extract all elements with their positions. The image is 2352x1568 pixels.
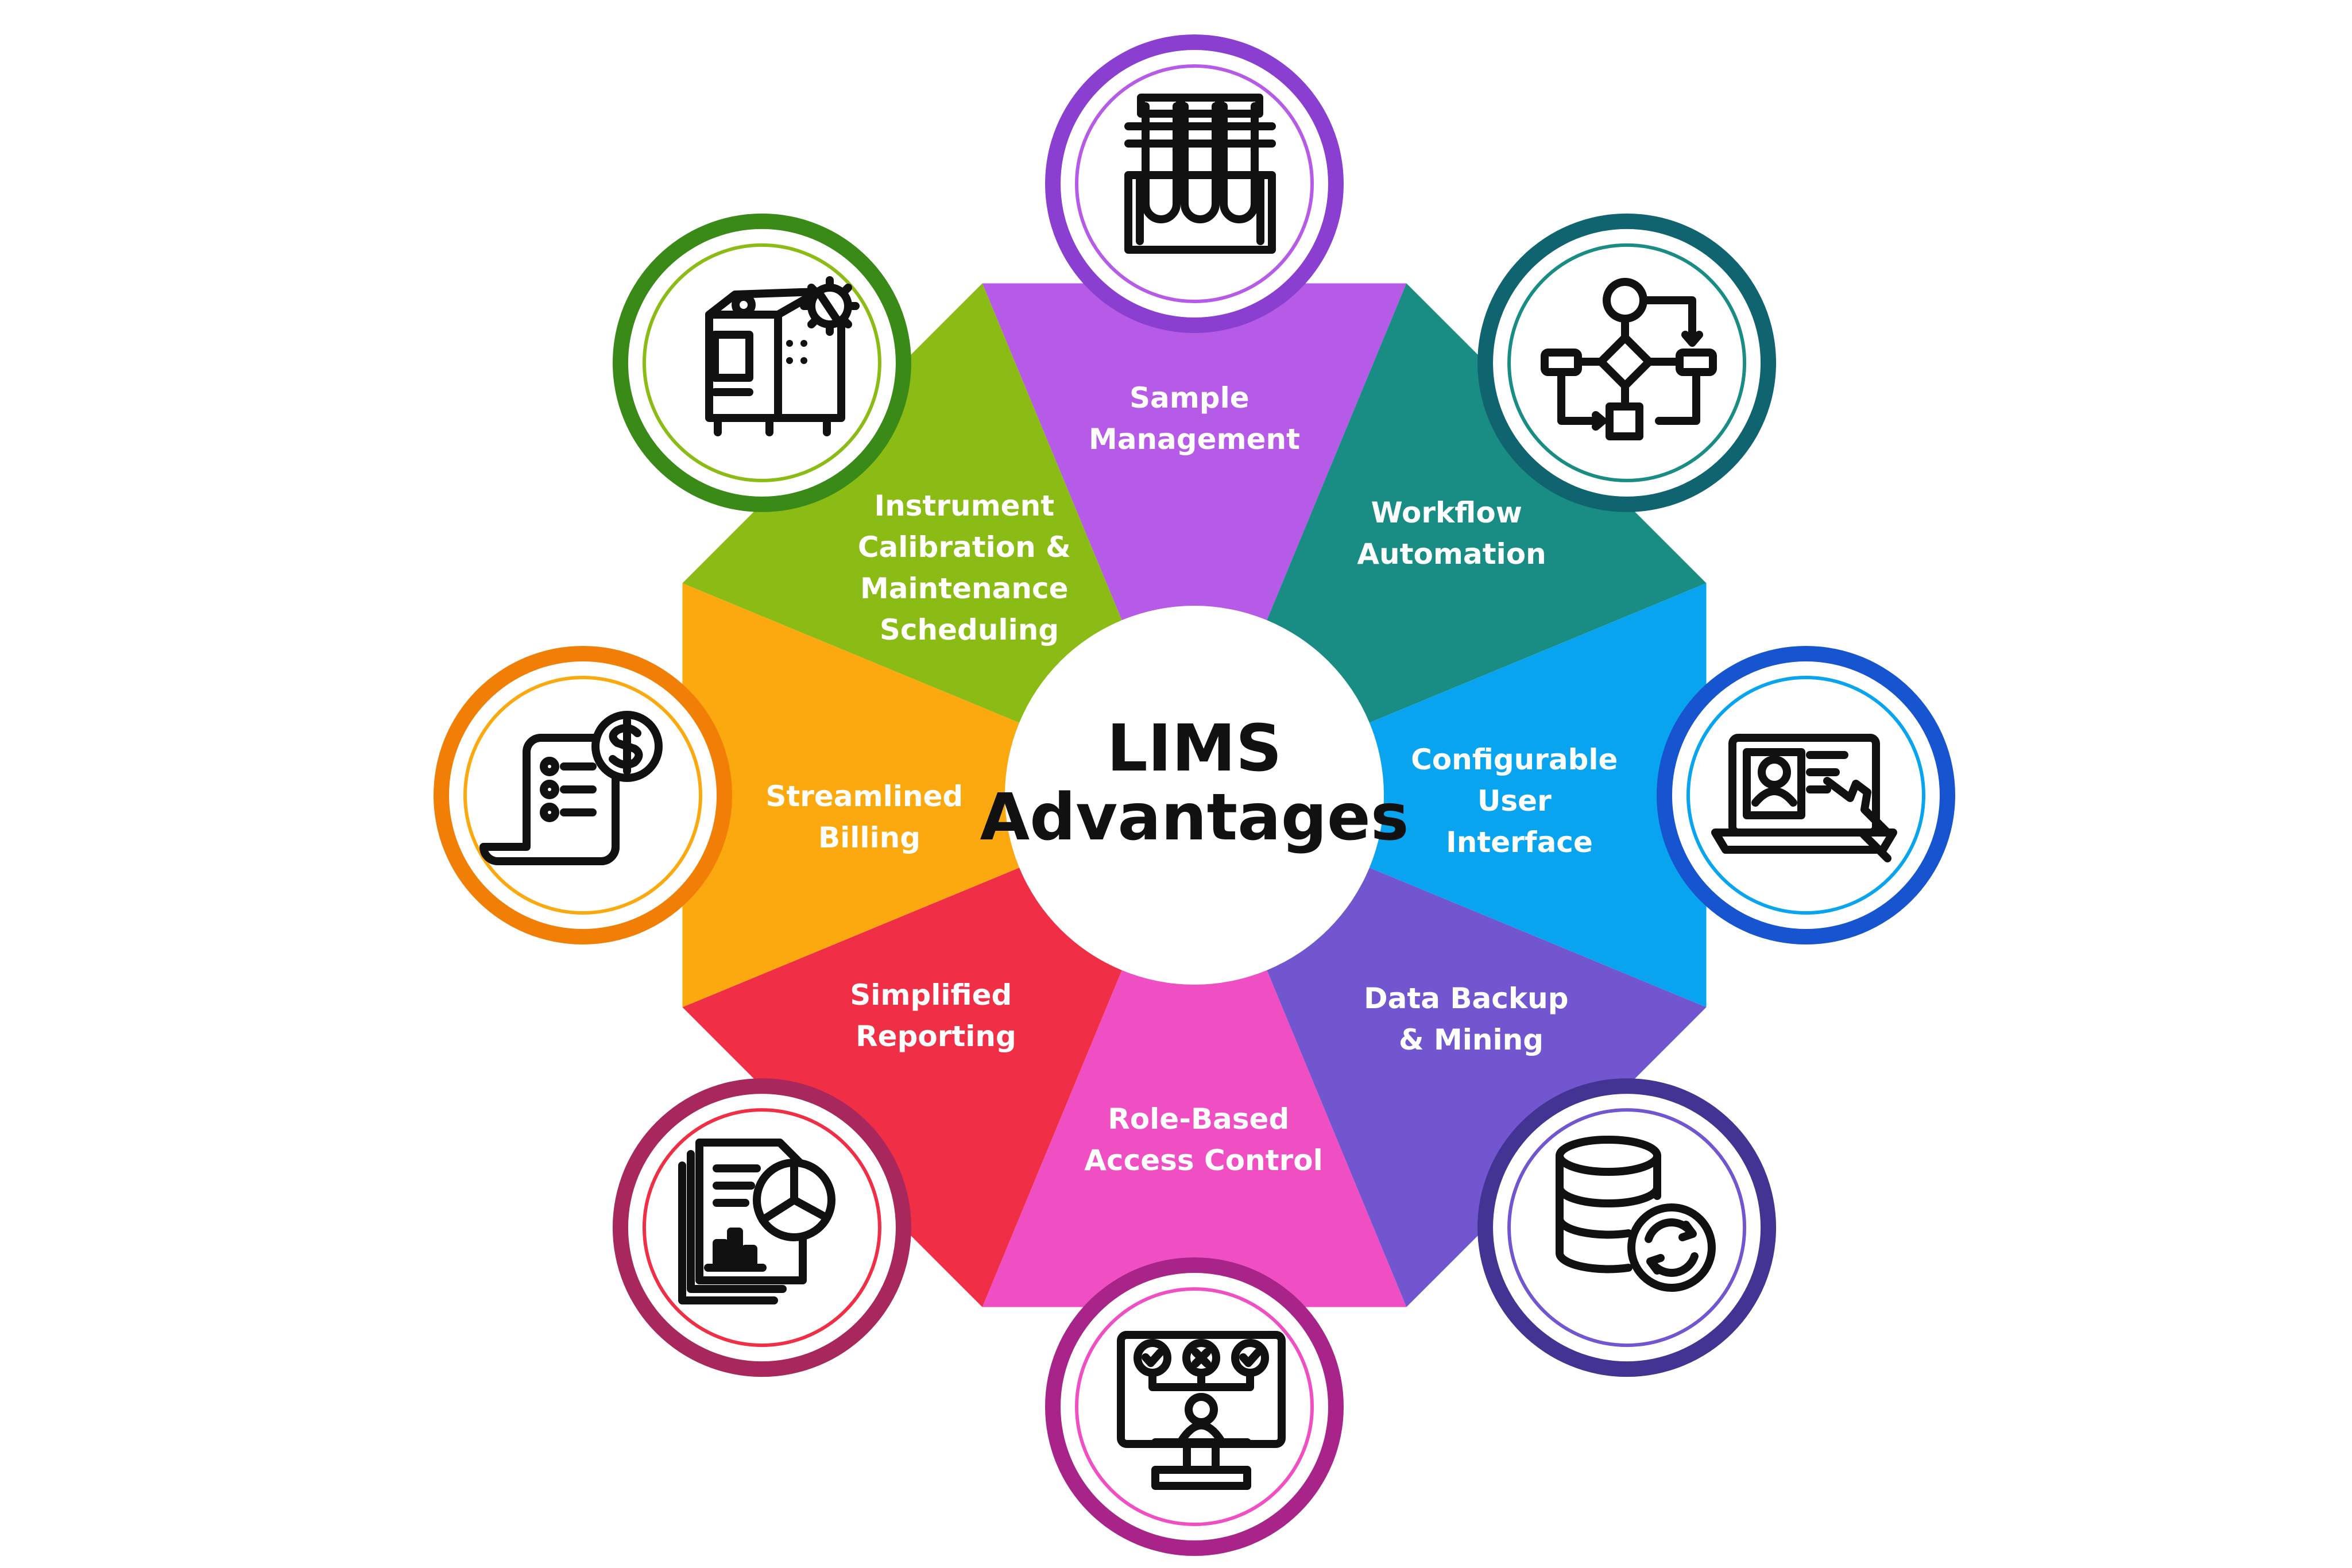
label-line: User (1477, 784, 1552, 818)
wedge-laptop-profile-icon (1194, 583, 1707, 1008)
segment-labels-group: Sample Management Workflow Automation Co… (765, 381, 1628, 1177)
label-role-based-access: Role-Based Access Control (1084, 1102, 1323, 1177)
label-line: Calibration & (858, 531, 1071, 564)
wedge-test-tubes-icon (982, 283, 1407, 795)
label-workflow-automation: Workflow Automation (1357, 496, 1546, 571)
label-line: Scheduling (880, 613, 1059, 646)
label-line: Access Control (1084, 1144, 1323, 1177)
label-data-backup: Data Backup & Mining (1364, 982, 1579, 1056)
lab-instrument-icon (705, 276, 860, 436)
icon-bubble (1075, 1287, 1314, 1526)
laptop-profile-icon (1711, 734, 1897, 862)
label-line: Sample (1129, 381, 1250, 415)
label-line: Configurable (1411, 743, 1618, 776)
label-line: Data Backup (1364, 982, 1568, 1015)
label-line: Streamlined (765, 780, 963, 813)
label-configurable-ui: Configurable User Interface (1411, 743, 1628, 859)
label-line: Automation (1357, 537, 1546, 571)
label-line: Maintenance (860, 572, 1069, 605)
label-line: Reporting (856, 1020, 1016, 1053)
label-line: Billing (818, 821, 920, 854)
label-line: Instrument (874, 489, 1054, 522)
wedge-invoice-dollar-icon (682, 583, 1194, 1008)
database-sync-icon (1556, 1136, 1716, 1292)
report-chart-icon (678, 1139, 835, 1304)
label-line: & Mining (1399, 1023, 1544, 1056)
center-title-line1: LIMS (1107, 711, 1282, 786)
label-simplified-reporting: Simplified Reporting (850, 978, 1022, 1053)
wedge-access-control-icon (982, 795, 1407, 1307)
label-sample-management: Sample Management (1089, 381, 1300, 456)
label-line: Simplified (850, 978, 1012, 1012)
icon-bubble (1686, 676, 1925, 915)
flowchart-icon (1541, 278, 1717, 440)
test-tubes-icon (1124, 94, 1276, 254)
access-control-icon (1117, 1331, 1286, 1490)
center-circle (1005, 606, 1384, 985)
label-line: Workflow (1371, 496, 1522, 529)
label-instrument-calibration: Instrument Calibration & Maintenance Sch… (858, 489, 1081, 646)
label-streamlined-billing: Streamlined Billing (765, 780, 973, 854)
icon-bubble (463, 676, 702, 915)
label-line: Management (1089, 423, 1300, 456)
label-line: Interface (1446, 826, 1593, 859)
invoice-dollar-icon (479, 711, 663, 865)
center-title-line2: Advantages (980, 780, 1409, 855)
label-line: Role-Based (1108, 1102, 1289, 1136)
